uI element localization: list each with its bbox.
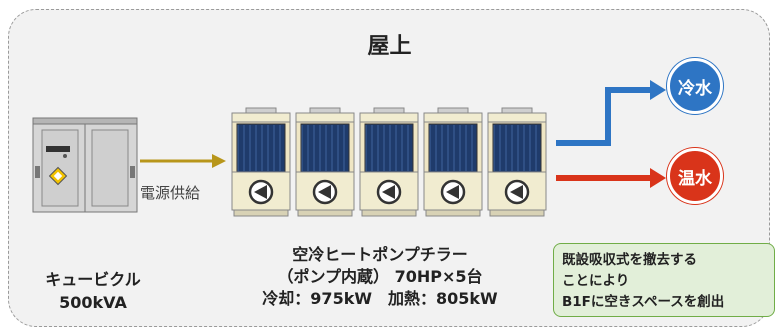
heat-pump-spec: （ポンプ内蔵） 70HP×5台	[277, 267, 483, 286]
supply-label: 電源供給	[140, 184, 201, 202]
chiller-unit	[231, 107, 291, 217]
note-line-2: ことにより	[562, 273, 630, 289]
heat-pump-name: 空冷ヒートポンプチラー	[292, 245, 468, 264]
note-box: 既設吸収式を撤去する ことにより B1Fに空きスペースを創出	[553, 243, 775, 317]
chiller-unit	[359, 107, 419, 217]
chiller-unit	[487, 107, 547, 217]
heat-pump-chillers	[231, 107, 547, 217]
heat-pump-label: 空冷ヒートポンプチラー （ポンプ内蔵） 70HP×5台 冷却：975kW 加熱：…	[230, 244, 530, 310]
chiller-unit	[295, 107, 355, 217]
area-title: 屋上	[367, 34, 412, 59]
chiller-unit	[423, 107, 483, 217]
note-line-3: B1Fに空きスペースを創出	[562, 294, 725, 310]
heat-pump-capacity: 冷却：975kW 加熱：805kW	[262, 289, 498, 308]
note-line-1: 既設吸収式を撤去する	[562, 252, 697, 268]
cubicle-icon	[32, 117, 138, 213]
cold-water-arrow	[556, 80, 666, 146]
cubicle-label: キュービクル 500kVA	[28, 268, 158, 314]
hot-water-arrow	[556, 168, 666, 188]
power-supply-arrow	[140, 154, 226, 168]
cubicle-capacity: 500kVA	[59, 293, 127, 312]
cold-water-circle: 冷水	[667, 58, 723, 114]
cubicle-name: キュービクル	[45, 270, 141, 289]
hot-water-circle: 温水	[667, 148, 723, 204]
